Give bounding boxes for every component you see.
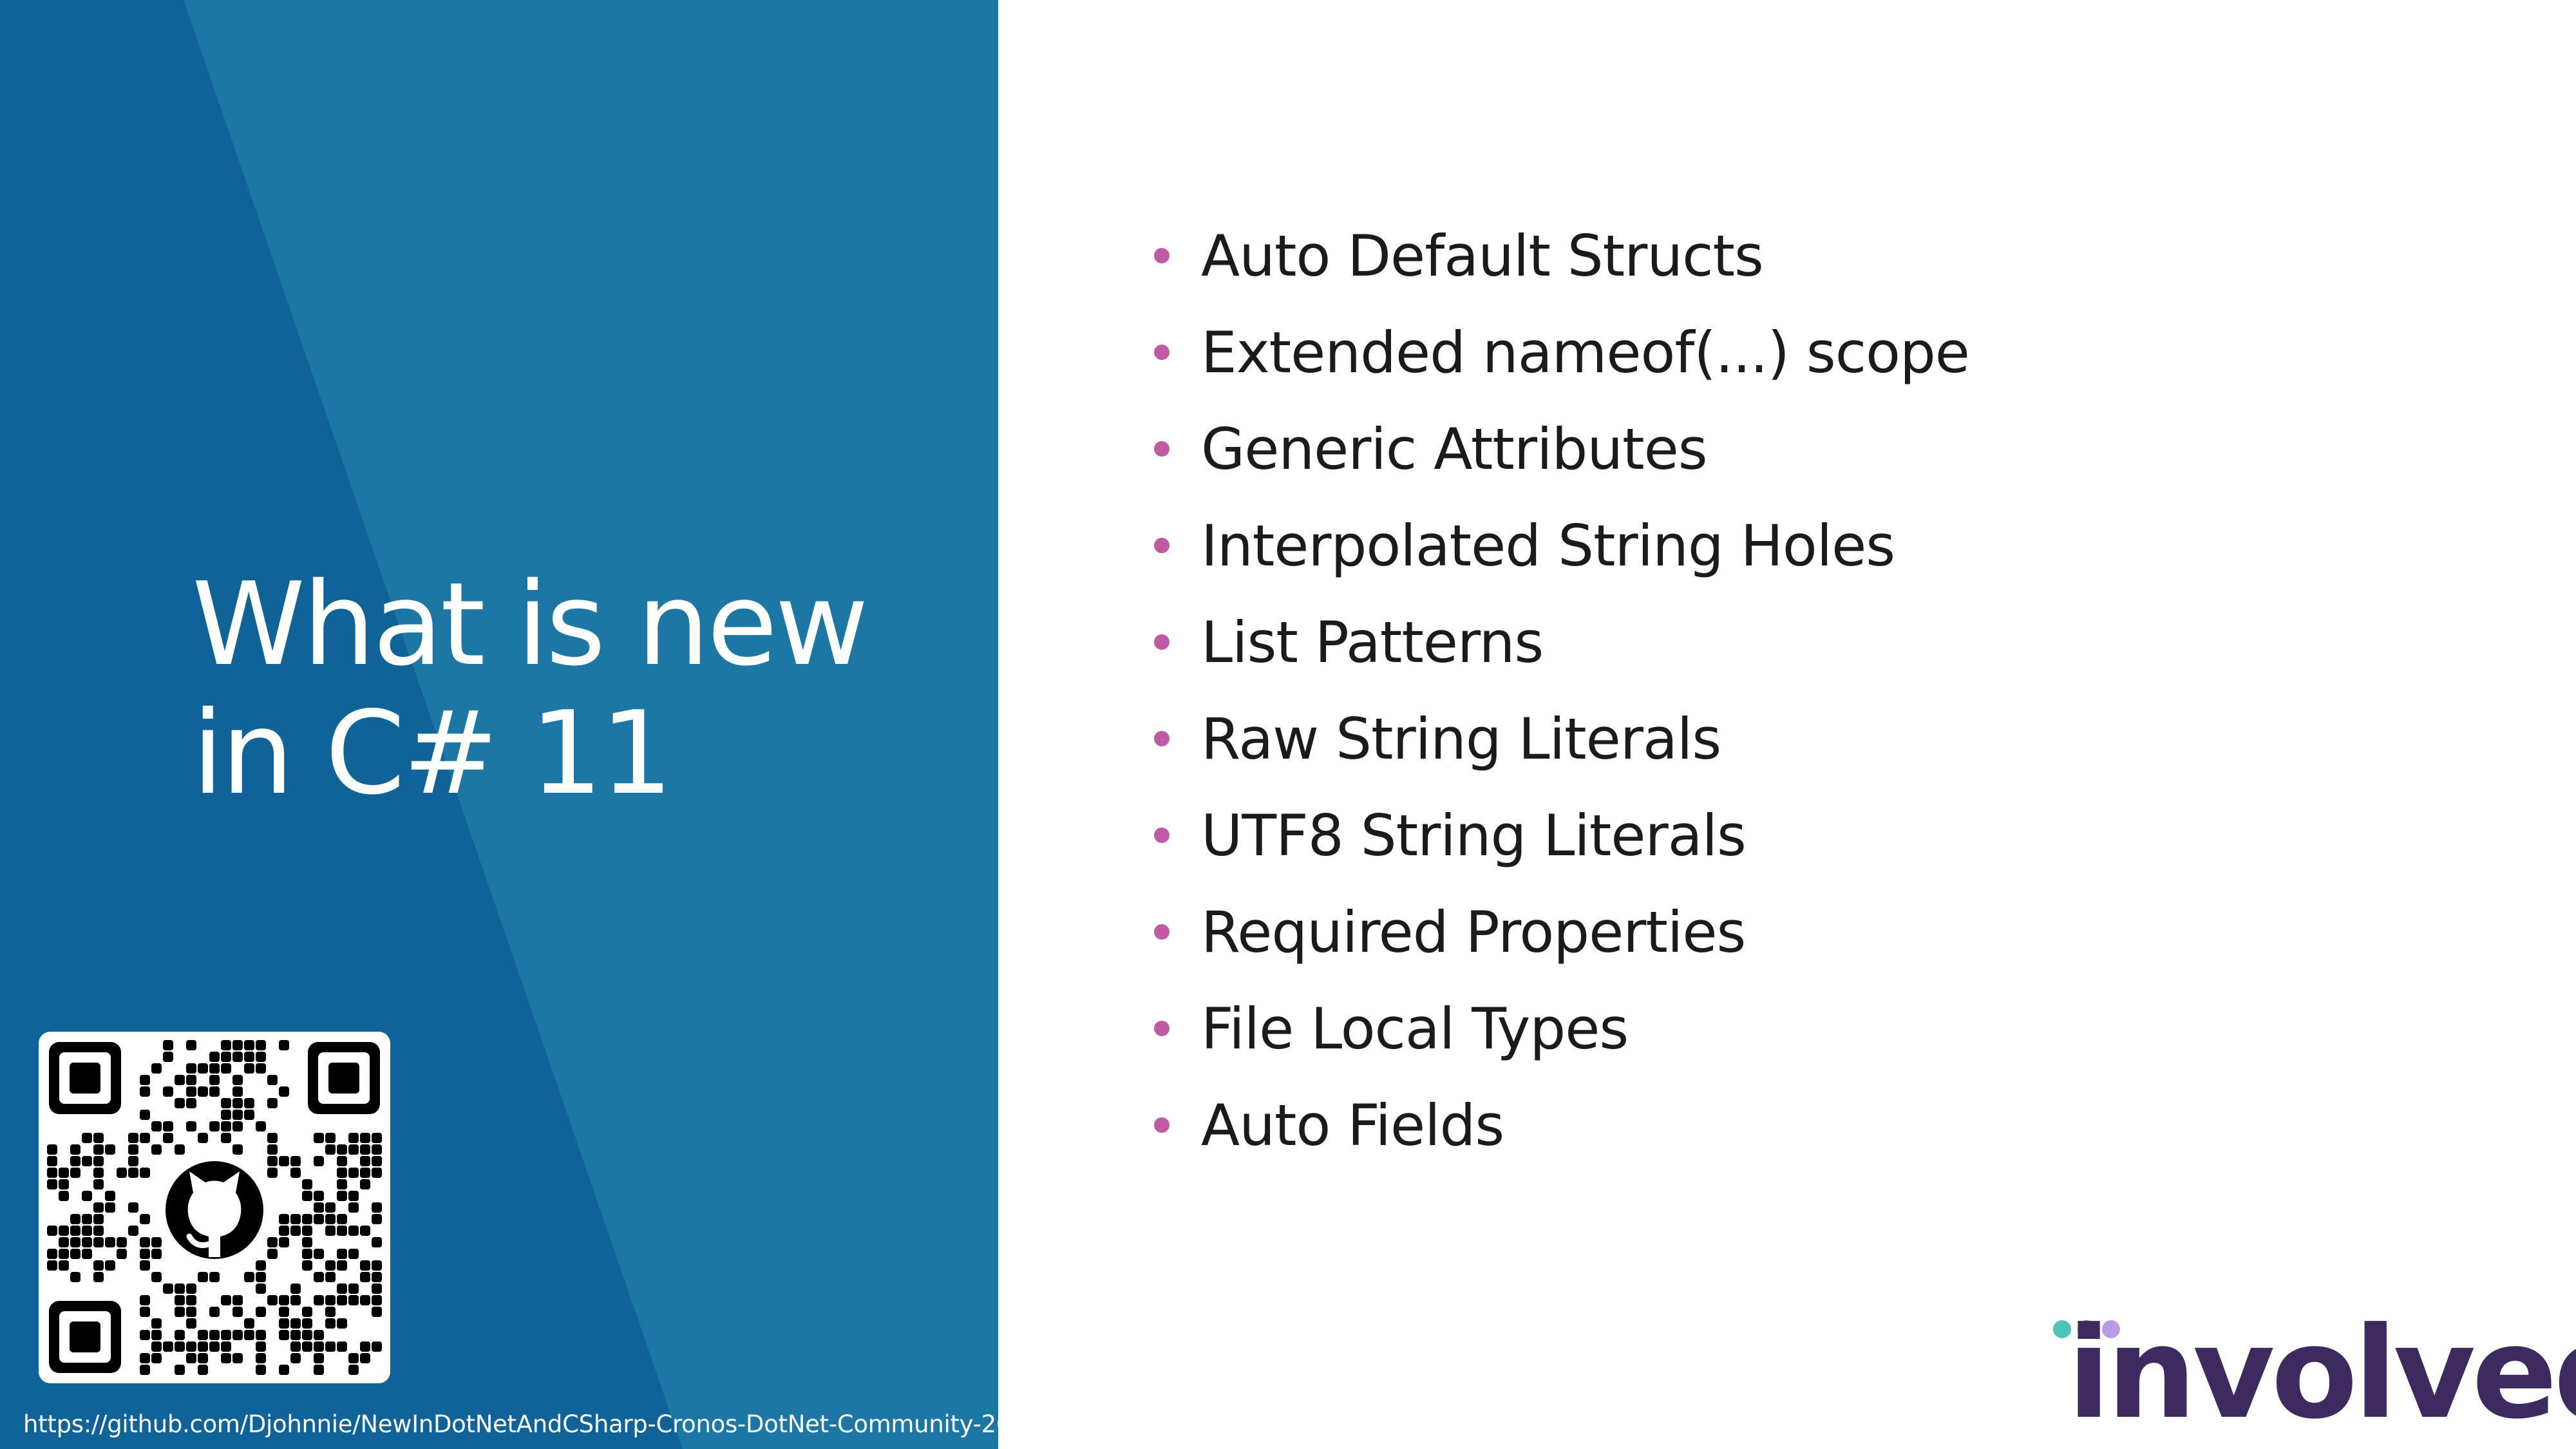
feature-item: Auto Default Structs xyxy=(1153,218,1969,314)
feature-item: Generic Attributes xyxy=(1153,411,1969,507)
bullet-dot xyxy=(1154,441,1170,457)
bullet-dot xyxy=(1154,828,1170,843)
feature-label: Generic Attributes xyxy=(1201,416,1708,482)
bullet-dot xyxy=(1154,1021,1170,1036)
bullet-dot xyxy=(1154,634,1170,650)
feature-label: Required Properties xyxy=(1201,899,1746,965)
bullet-dot xyxy=(1154,924,1170,940)
bullet-dot xyxy=(1154,538,1170,553)
slide-title-line1: What is new xyxy=(192,558,869,691)
slide-title: What is new in C# 11 xyxy=(192,560,965,818)
feature-item: Extended nameof(...) scope xyxy=(1153,314,1970,411)
feature-label: Auto Fields xyxy=(1201,1092,1504,1159)
feature-item: UTF8 String Literals xyxy=(1153,797,1969,894)
feature-item: Raw String Literals xyxy=(1153,701,1969,797)
qr-code[interactable] xyxy=(39,1032,390,1383)
logo-wordmark: involved xyxy=(2067,1300,2576,1447)
logo-dot-lilac xyxy=(2102,1320,2120,1338)
qr-finder-top-right xyxy=(308,1042,380,1114)
bullet-dot xyxy=(1154,248,1170,263)
feature-label: File Local Types xyxy=(1201,996,1629,1062)
feature-item: List Patterns xyxy=(1153,604,1969,701)
feature-item: Interpolated String Holes xyxy=(1153,507,1969,604)
feature-item: File Local Types xyxy=(1153,990,1969,1087)
logo-dot-orange xyxy=(2078,1320,2096,1338)
feature-label: UTF8 String Literals xyxy=(1201,802,1747,869)
title-panel: What is new in C# 11 xyxy=(0,0,998,1449)
involved-logo: involved xyxy=(2041,1311,2576,1437)
bullet-dot xyxy=(1154,731,1170,746)
qr-modules xyxy=(47,1040,382,1375)
repo-url[interactable]: https://github.com/Djohnnie/NewInDotNetA… xyxy=(23,1410,998,1438)
feature-item: Auto Fields xyxy=(1153,1087,1969,1184)
qr-finder-bottom-left xyxy=(49,1301,121,1373)
slide-title-line2: in C# 11 xyxy=(192,687,673,820)
feature-label: Raw String Literals xyxy=(1201,706,1721,772)
qr-finder-top-left xyxy=(49,1042,121,1114)
bullet-dot xyxy=(1154,345,1170,360)
feature-label: Extended nameof(...) scope xyxy=(1201,319,1970,386)
feature-item: Required Properties xyxy=(1153,894,1969,990)
logo-dot-teal xyxy=(2053,1320,2071,1338)
feature-label: Interpolated String Holes xyxy=(1201,513,1895,579)
qr-code-image xyxy=(47,1040,382,1375)
feature-label: List Patterns xyxy=(1201,609,1544,676)
feature-label: Auto Default Structs xyxy=(1201,223,1764,289)
bullet-dot xyxy=(1154,1117,1170,1133)
github-icon xyxy=(155,1151,274,1269)
